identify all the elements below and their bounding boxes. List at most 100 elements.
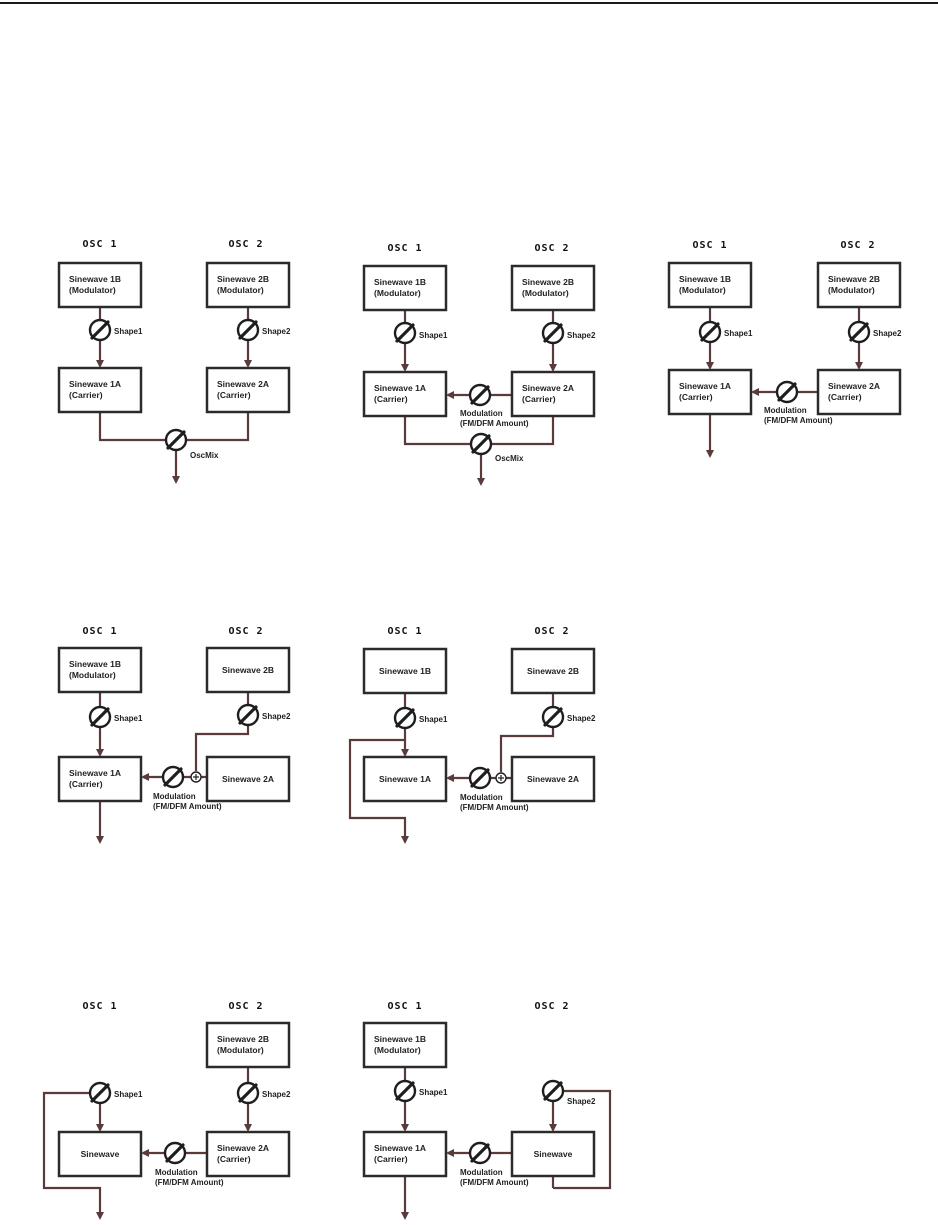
d6-sinewave xyxy=(57,1130,143,1178)
d3-sinewave-1b-subtitle: (Modulator) xyxy=(679,285,726,295)
d4-shape2-label: Shape2 xyxy=(262,712,291,721)
d2-osc2-label: OSC 2 xyxy=(534,243,569,254)
d2-shape1-label: Shape1 xyxy=(419,331,448,340)
d3-sinewave-1a-subtitle: (Carrier) xyxy=(679,392,713,402)
d2-oscmix-knob-pointer xyxy=(471,434,491,454)
d5-modulation-label: Modulation xyxy=(460,793,503,802)
d1-sinewave-1a-subtitle: (Carrier) xyxy=(69,390,103,400)
d2-sinewave-2a xyxy=(510,370,596,418)
d4-sinewave-1b-title: Sinewave 1B xyxy=(69,659,121,669)
d4-shape1-knob-pointer xyxy=(90,707,110,727)
d5-wire-feedback xyxy=(348,693,409,844)
d4-osc1-label: OSC 1 xyxy=(82,626,117,637)
knobs xyxy=(88,318,871,1165)
d2-sinewave-1b-subtitle: (Modulator) xyxy=(374,288,421,298)
d7-sinewave-title: Sinewave xyxy=(534,1149,573,1159)
d6-wire-feedback xyxy=(42,1091,104,1220)
d4-shape2-knob-pointer xyxy=(238,705,258,725)
d3-sinewave-1b xyxy=(667,261,753,309)
d7-shape2-label: Shape2 xyxy=(567,1097,596,1106)
d3-sinewave-1a xyxy=(667,368,753,416)
d5-sinewave-2a-title: Sinewave 2A xyxy=(527,774,579,784)
d2-shape2-knob-pointer xyxy=(543,323,563,343)
d6-sinewave-2b xyxy=(205,1021,291,1069)
d7-sinewave-1a-title: Sinewave 1A xyxy=(374,1143,426,1153)
d1-shape1-label: Shape1 xyxy=(114,327,143,336)
d1-sinewave-2b xyxy=(205,261,291,309)
d5-sinewave-1a xyxy=(362,755,448,803)
d3-sinewave-2a-subtitle: (Carrier) xyxy=(828,392,862,402)
d4-sinewave-1a-title: Sinewave 1A xyxy=(69,768,121,778)
d7-fm-amount-label: (FM/DFM Amount) xyxy=(460,1178,529,1187)
d1-shape2-knob-pointer xyxy=(238,320,258,340)
d4-sinewave-1a-subtitle: (Carrier) xyxy=(69,779,103,789)
d5-sinewave-1b xyxy=(362,647,448,695)
d1-shape1-knob-pointer xyxy=(90,320,110,340)
d2-sinewave-1b-title: Sinewave 1B xyxy=(374,277,426,287)
d7-osc2-label: OSC 2 xyxy=(534,1001,569,1012)
d5-shape1-knob-pointer xyxy=(395,708,415,728)
d7-modulation-knob-pointer xyxy=(470,1143,490,1163)
d5-sinewave-2b xyxy=(510,647,596,695)
d1-sinewave-1b-subtitle: (Modulator) xyxy=(69,285,116,295)
d6-sinewave-2b-subtitle: (Modulator) xyxy=(217,1045,264,1055)
d1-osc1-label: OSC 1 xyxy=(82,239,117,250)
d2-osc1-label: OSC 1 xyxy=(387,243,422,254)
d4-sinewave-2a xyxy=(205,755,291,803)
d2-modulation-label: Modulation xyxy=(460,409,503,418)
d1-oscmix-label: OscMix xyxy=(190,451,219,460)
d2-sinewave-1a-subtitle: (Carrier) xyxy=(374,394,408,404)
d5-osc2-label: OSC 2 xyxy=(534,626,569,637)
d1-sinewave-2b-subtitle: (Modulator) xyxy=(217,285,264,295)
d6-modulation-knob-pointer xyxy=(165,1143,185,1163)
d7-shape2-knob-pointer xyxy=(543,1081,563,1101)
d1-sinewave-2a xyxy=(205,366,291,414)
d1-sinewave-1b xyxy=(57,261,143,309)
d3-sinewave-2b-subtitle: (Modulator) xyxy=(828,285,875,295)
d6-shape2-label: Shape2 xyxy=(262,1090,291,1099)
d4-sinewave-2b-title: Sinewave 2B xyxy=(222,665,274,675)
d6-sinewave-2b-title: Sinewave 2B xyxy=(217,1034,269,1044)
d3-osc2-label: OSC 2 xyxy=(840,240,875,251)
d1-sinewave-1a-title: Sinewave 1A xyxy=(69,379,121,389)
d3-modulation-knob-pointer xyxy=(777,382,797,402)
d4-modulation-knob-pointer xyxy=(163,767,183,787)
d1-osc2-label: OSC 2 xyxy=(228,239,263,250)
d5-sinewave-1a-title: Sinewave 1A xyxy=(379,774,431,784)
d3-sinewave-1a-title: Sinewave 1A xyxy=(679,381,731,391)
d6-osc1-label: OSC 1 xyxy=(82,1001,117,1012)
d5-shape2-knob-pointer xyxy=(543,707,563,727)
d7-wire-feedback xyxy=(553,1089,612,1190)
d4-osc2-label: OSC 2 xyxy=(228,626,263,637)
d2-sinewave-2b-subtitle: (Modulator) xyxy=(522,288,569,298)
d7-sinewave-1b xyxy=(362,1021,448,1069)
d4-sinewave-1b xyxy=(57,646,143,694)
d1-sinewave-2a-subtitle: (Carrier) xyxy=(217,390,251,400)
d7-sinewave-1a xyxy=(362,1130,448,1178)
d4-modulation-label: Modulation xyxy=(153,792,196,801)
d4-sinewave-2b xyxy=(205,646,291,694)
d4-sinewave-1a xyxy=(57,755,143,803)
d3-fm-amount-label: (FM/DFM Amount) xyxy=(764,416,833,425)
d2-fm-amount-label: (FM/DFM Amount) xyxy=(460,419,529,428)
d4-shape1-label: Shape1 xyxy=(114,714,143,723)
d1-sinewave-2a-title: Sinewave 2A xyxy=(217,379,269,389)
d5-fm-amount-label: (FM/DFM Amount) xyxy=(460,803,529,812)
d3-modulation-label: Modulation xyxy=(764,406,807,415)
d2-sinewave-1b xyxy=(362,264,448,312)
d6-sinewave-title: Sinewave xyxy=(81,1149,120,1159)
d1-shape2-label: Shape2 xyxy=(262,327,291,336)
d6-osc2-label: OSC 2 xyxy=(228,1001,263,1012)
d5-shape2-label: Shape2 xyxy=(567,714,596,723)
d6-sinewave-2a-subtitle: (Carrier) xyxy=(217,1154,251,1164)
d3-shape2-knob-pointer xyxy=(849,322,869,342)
d5-modulation-knob-pointer xyxy=(470,768,490,788)
d1-oscmix-knob-pointer xyxy=(166,430,186,450)
d2-shape2-label: Shape2 xyxy=(567,331,596,340)
d2-modulation-knob-pointer xyxy=(470,385,490,405)
d2-sinewave-1a xyxy=(362,370,448,418)
d7-sinewave xyxy=(510,1130,596,1178)
d2-oscmix-label: OscMix xyxy=(495,454,524,463)
